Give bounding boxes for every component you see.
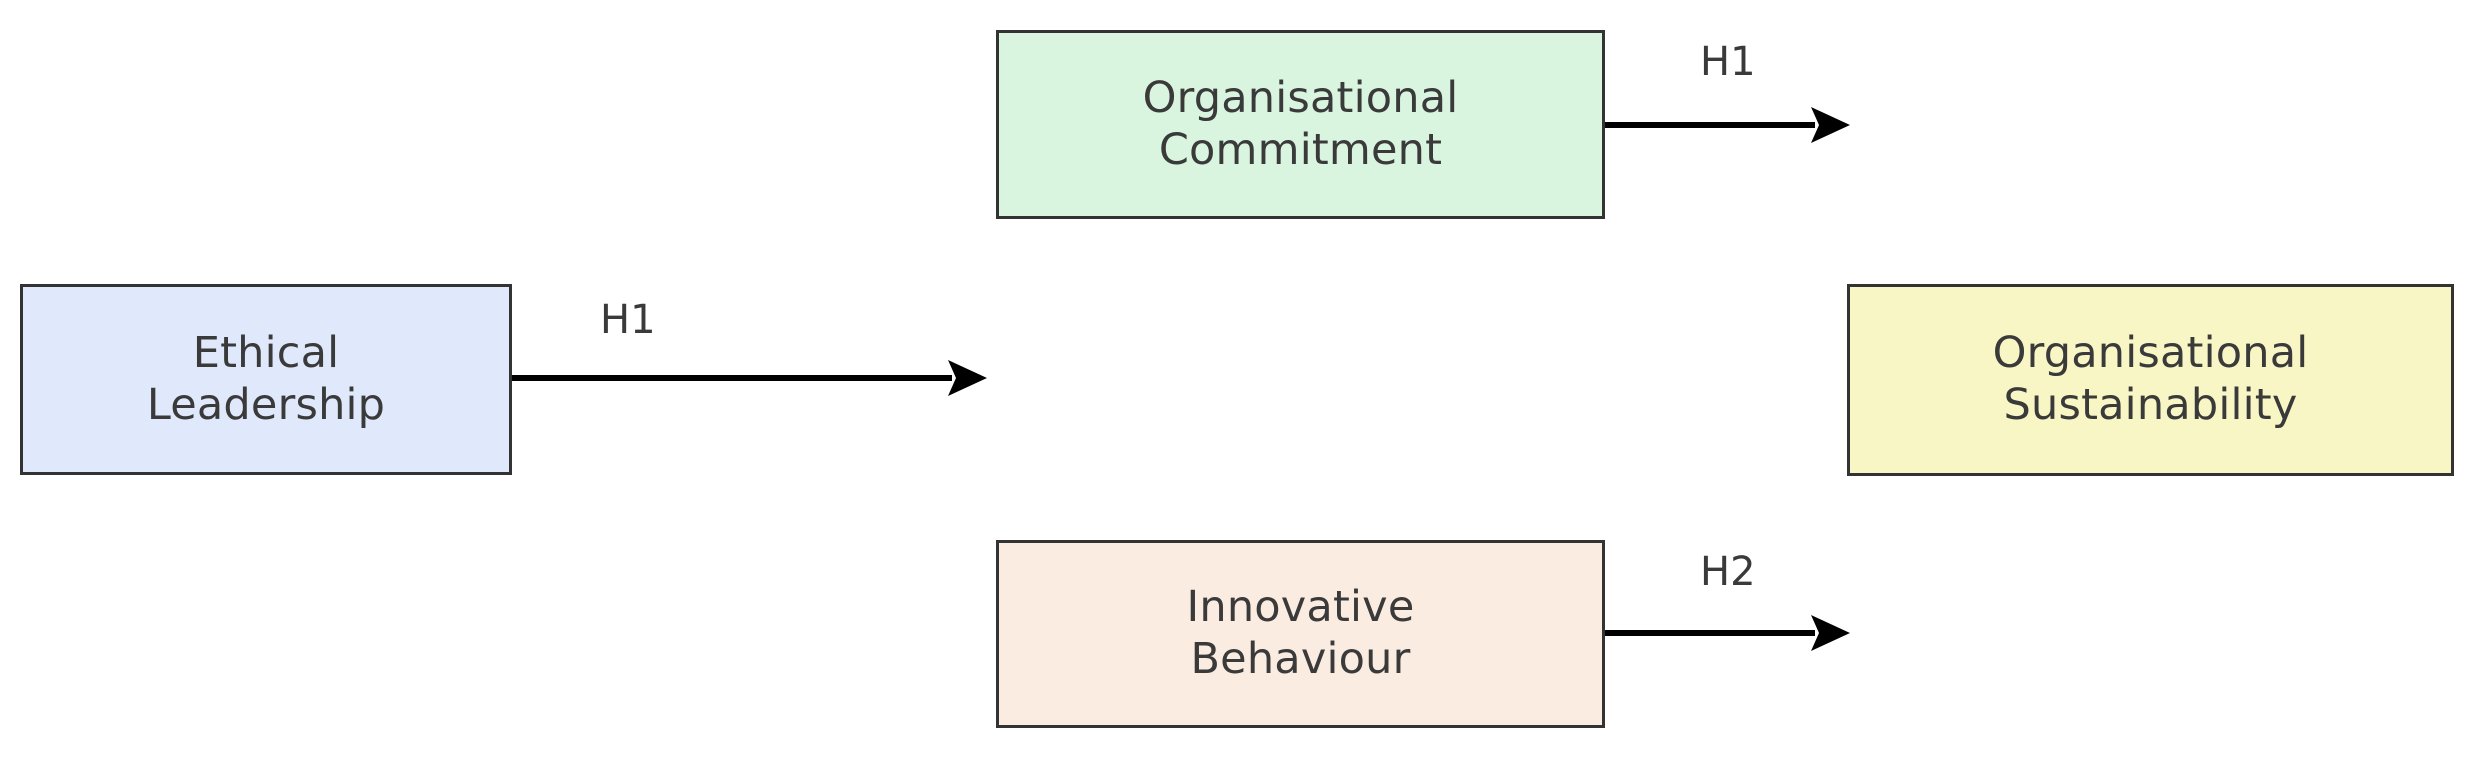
- edge-h1-outcome-arrowhead: [1811, 107, 1850, 143]
- node-ethical-leadership[interactable]: Ethical Leadership: [20, 284, 512, 475]
- edge-h1-mediator-arrow: [512, 360, 987, 396]
- node-organisational-commitment[interactable]: Organisational Commitment: [996, 30, 1605, 219]
- edge-label-h1-outcome: H1: [1700, 39, 1756, 85]
- edge-h2-outcome-arrowhead: [1811, 615, 1850, 651]
- edge-h1-mediator-arrowhead: [948, 360, 987, 396]
- edge-label-h1-mediator: H1: [600, 297, 656, 343]
- edge-h1-outcome-arrow: [1605, 107, 1850, 143]
- node-innovative-behaviour[interactable]: Innovative Behaviour: [996, 540, 1605, 728]
- edge-label-h2-outcome: H2: [1700, 549, 1756, 595]
- edge-h2-outcome-arrow: [1605, 615, 1850, 651]
- node-organisational-sustainability[interactable]: Organisational Sustainability: [1847, 284, 2454, 476]
